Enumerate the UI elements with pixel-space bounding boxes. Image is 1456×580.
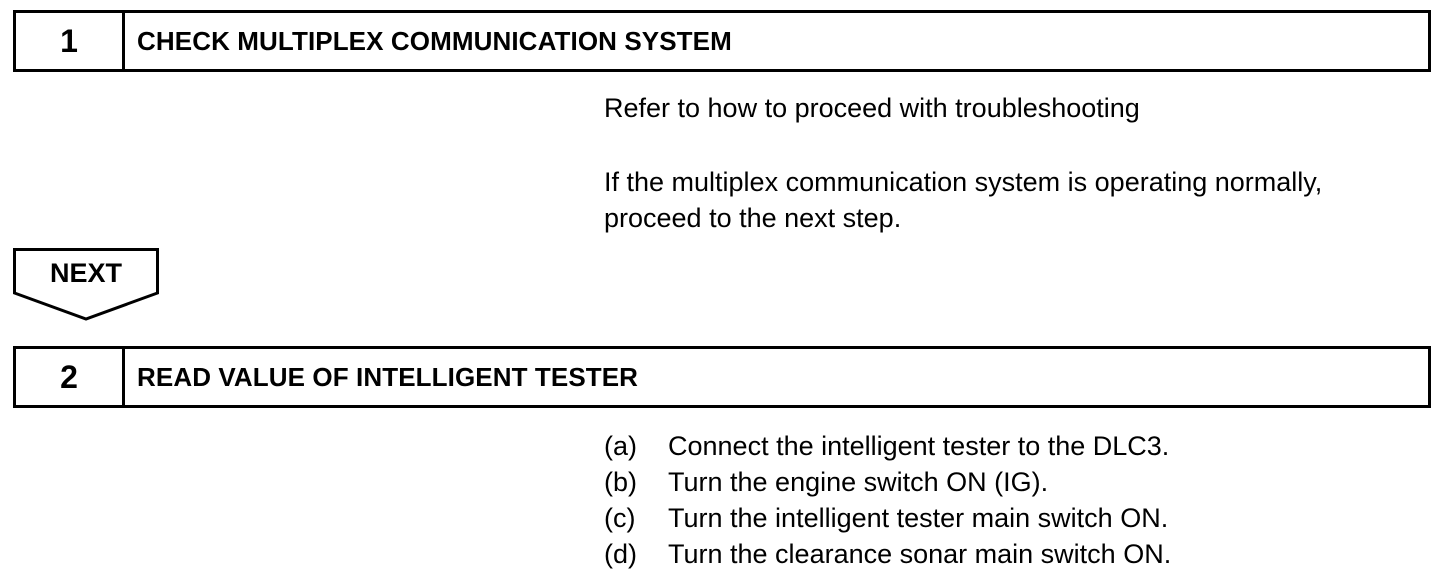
step-1-header: 1 CHECK MULTIPLEX COMMUNICATION SYSTEM [13,10,1431,72]
list-item: (a) Connect the intelligent tester to th… [604,428,1171,464]
item-text: Turn the engine switch ON (IG). [668,467,1049,497]
next-arrow-shape [13,248,159,321]
step-number: 2 [16,349,125,405]
step-2-instructions: (a) Connect the intelligent tester to th… [604,428,1171,572]
item-marker: (a) [604,431,637,461]
item-text: Turn the clearance sonar main switch ON. [668,539,1172,569]
step-1-reference: Refer to how to proceed with troubleshoo… [604,93,1140,123]
list-item: (b) Turn the engine switch ON (IG). [604,464,1171,500]
item-marker: (d) [604,539,637,569]
step-2-header: 2 READ VALUE OF INTELLIGENT TESTER [13,346,1431,408]
item-marker: (c) [604,503,636,533]
condition-line: proceed to the next step. [604,203,902,233]
step-title: CHECK MULTIPLEX COMMUNICATION SYSTEM [137,25,732,56]
item-marker: (b) [604,467,637,497]
step-1-condition: If the multiplex communication system is… [604,164,1322,236]
step-number: 1 [16,13,125,69]
step-title: READ VALUE OF INTELLIGENT TESTER [137,361,639,392]
list-item: (d) Turn the clearance sonar main switch… [604,536,1171,572]
next-arrow: NEXT [13,248,159,322]
item-text: Turn the intelligent tester main switch … [668,503,1169,533]
condition-line: If the multiplex communication system is… [604,167,1323,197]
list-item: (c) Turn the intelligent tester main swi… [604,500,1171,536]
item-text: Connect the intelligent tester to the DL… [668,431,1170,461]
next-label: NEXT [49,258,122,288]
